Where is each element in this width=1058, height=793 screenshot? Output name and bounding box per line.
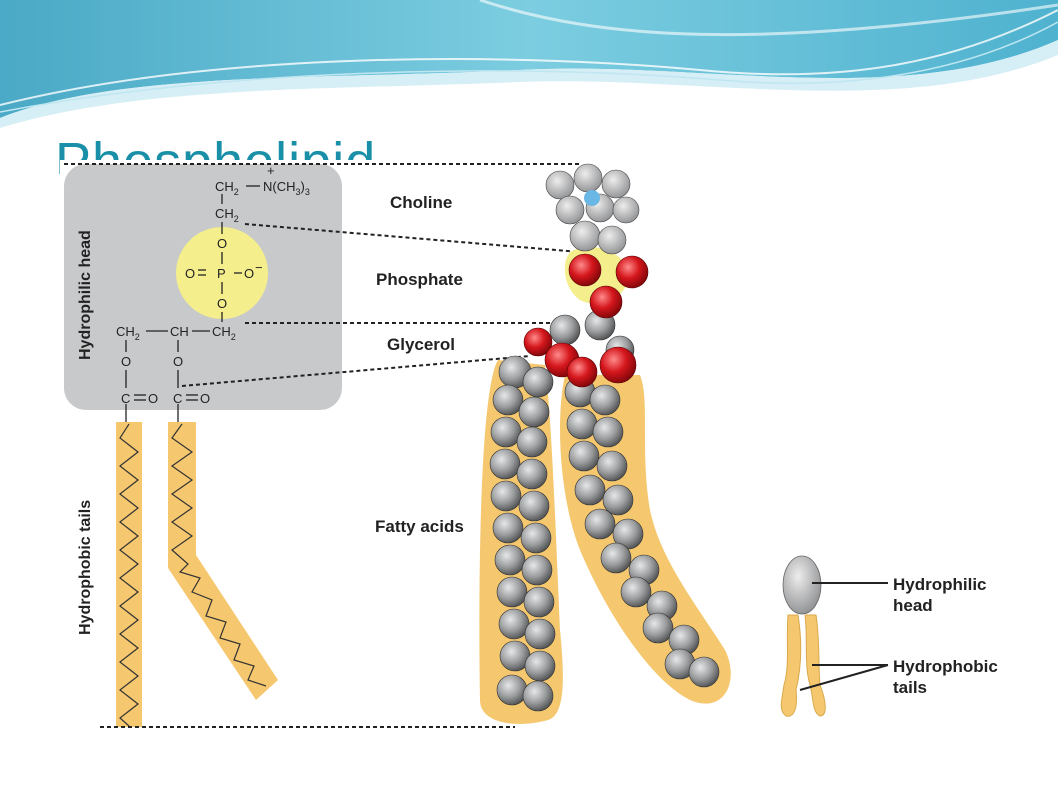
nitrogen-atom <box>584 190 600 206</box>
carbonyl-o-left: O <box>148 391 158 406</box>
phosphorus: P <box>217 266 226 281</box>
glycerol-label: Glycerol <box>387 335 455 354</box>
minus-charge: − <box>255 260 263 275</box>
right-tail-band <box>168 422 278 700</box>
icon-head-label-2: head <box>893 596 933 615</box>
oxygen-1: O <box>217 236 227 251</box>
left-tail-band <box>116 422 142 727</box>
icon-tails-label-1: Hydrophobic <box>893 657 998 676</box>
phospholipid-diagram: Hydrophilic head Hydrophobic tails CH2 N… <box>64 163 998 728</box>
choline-ch2: CH2 <box>215 179 239 197</box>
icon-head-label-1: Hydrophilic <box>893 575 987 594</box>
dashed-connectors <box>64 163 581 728</box>
hydrophobic-tails-label: Hydrophobic tails <box>77 500 94 635</box>
icon-head <box>782 555 822 615</box>
ester-oxygen-right: O <box>173 354 183 369</box>
carbonyl-c-left: C <box>121 391 130 406</box>
oxygen-minus: O <box>244 266 254 281</box>
space-filling-model <box>479 163 731 724</box>
glycerol-ch2-left: CH2 <box>116 324 140 342</box>
icon-tail-left <box>780 614 802 717</box>
icon-tails-label-2: tails <box>893 678 927 697</box>
oxygen-2: O <box>217 296 227 311</box>
glycerol-ch: CH <box>170 324 189 339</box>
fatty-acids-label: Fatty acids <box>375 517 464 536</box>
oxygen-atoms <box>523 253 649 388</box>
choline-n-group: N(CH3)3 <box>263 179 310 197</box>
choline-label: Choline <box>390 193 452 212</box>
glycerol-ch2-right: CH2 <box>212 324 236 342</box>
structural-formula <box>125 185 260 422</box>
phospholipid-icon <box>780 555 889 717</box>
carbonyl-c-right: C <box>173 391 182 406</box>
phosphate-highlight <box>176 227 268 319</box>
slide-banner <box>0 0 1058 128</box>
n-plus-charge: + <box>267 163 275 178</box>
hydrophilic-head-label: Hydrophilic head <box>77 230 94 360</box>
right-chain-atoms <box>564 376 720 688</box>
left-tail-zigzag <box>119 423 139 727</box>
ester-oxygen-left: O <box>121 354 131 369</box>
right-tail-zigzag <box>170 423 267 687</box>
choline-atoms <box>545 163 640 255</box>
left-chain-atoms <box>489 355 556 712</box>
carbonyl-o-right: O <box>200 391 210 406</box>
oxygen-double: O <box>185 266 195 281</box>
ch2-2: CH2 <box>215 206 239 224</box>
phosphate-label: Phosphate <box>376 270 463 289</box>
